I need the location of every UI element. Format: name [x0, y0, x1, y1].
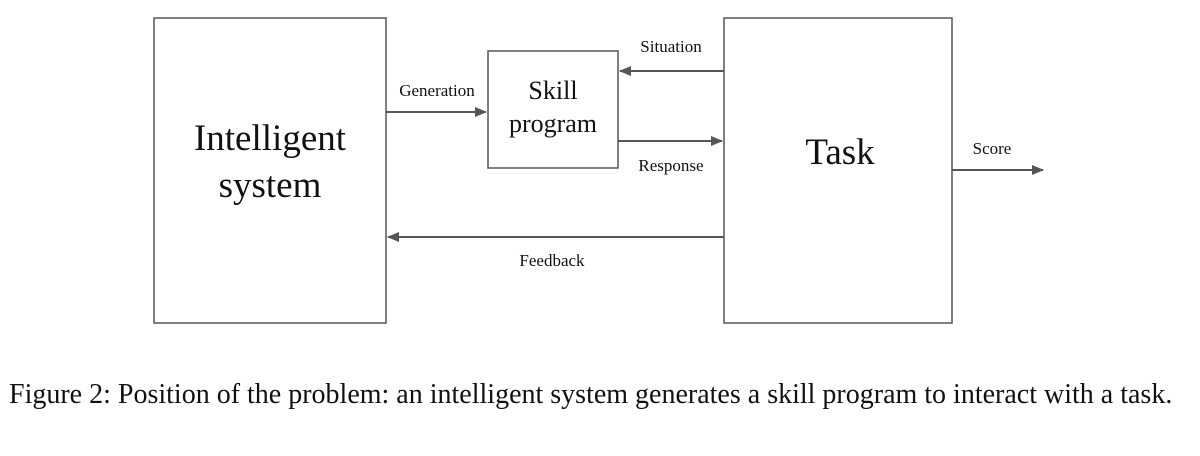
response-edge: Response [618, 136, 723, 175]
system-diagram: Intelligent system Skill program Task Ge… [153, 17, 1044, 324]
intelligent-system-node: Intelligent system [153, 17, 387, 324]
feedback-edge: Feedback [387, 232, 724, 270]
intelligent-system-box [153, 17, 387, 324]
skill-program-box [487, 50, 619, 169]
generation-label: Generation [399, 81, 475, 100]
generation-edge: Generation [386, 81, 487, 117]
score-edge: Score [952, 139, 1044, 175]
skill-program-label-line1: Skill [528, 76, 577, 105]
situation-edge: Situation [619, 37, 724, 76]
skill-program-node: Skill program [487, 50, 619, 169]
intelligent-system-label-line1: Intelligent [194, 118, 347, 159]
score-label: Score [973, 139, 1012, 158]
feedback-label: Feedback [519, 251, 585, 270]
task-node: Task [723, 17, 953, 324]
response-label: Response [638, 156, 703, 175]
intelligent-system-label-line2: system [219, 165, 322, 206]
task-box [723, 17, 953, 324]
task-label: Task [805, 132, 875, 173]
figure-caption: Figure 2: Position of the problem: an in… [9, 379, 1173, 410]
skill-program-label-line2: program [509, 109, 597, 138]
situation-label: Situation [640, 37, 702, 56]
